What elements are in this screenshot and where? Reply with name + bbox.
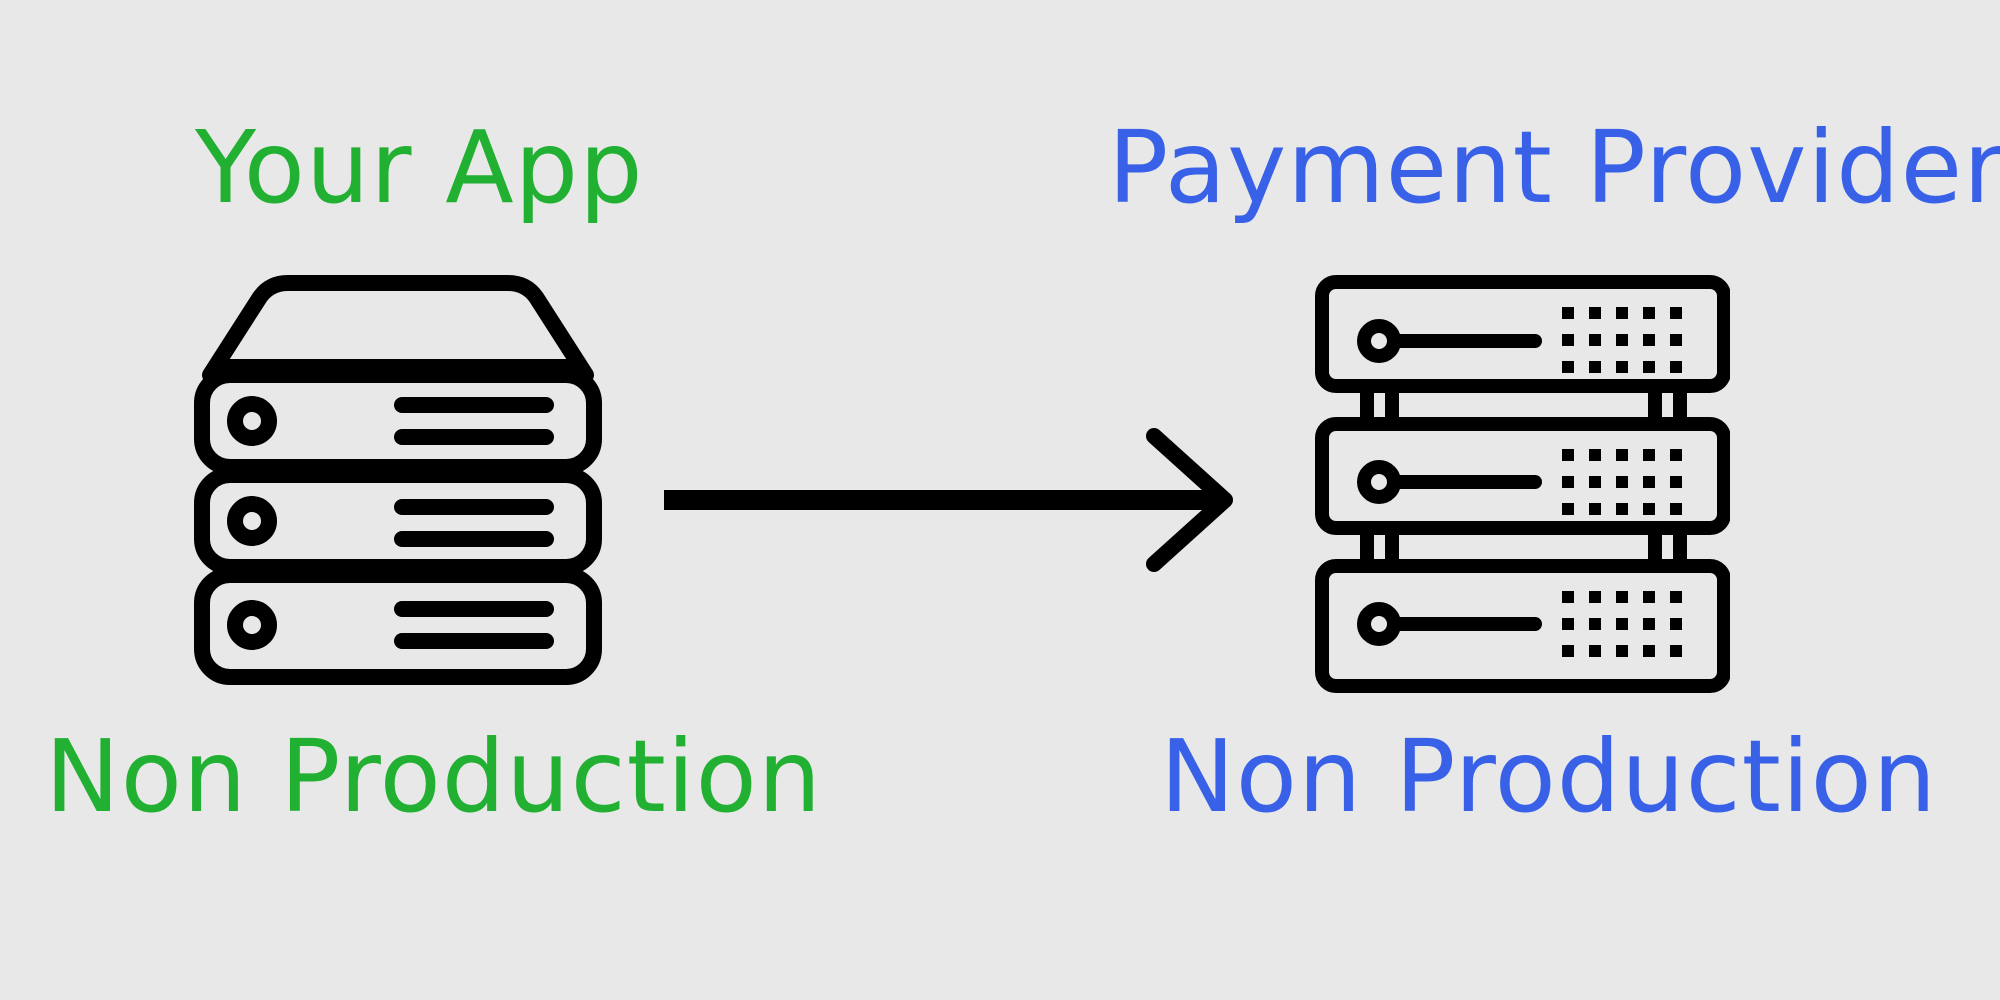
your-app-environment: Non Production bbox=[45, 718, 823, 835]
server-stack-icon bbox=[194, 275, 602, 685]
arrow-right-icon bbox=[664, 428, 1233, 572]
server-rack-icon bbox=[1315, 275, 1730, 693]
payment-provider-environment: Non Production bbox=[1160, 718, 1938, 835]
payment-provider-title: Payment Provider bbox=[1108, 109, 2000, 226]
your-app-title: Your App bbox=[195, 109, 644, 226]
